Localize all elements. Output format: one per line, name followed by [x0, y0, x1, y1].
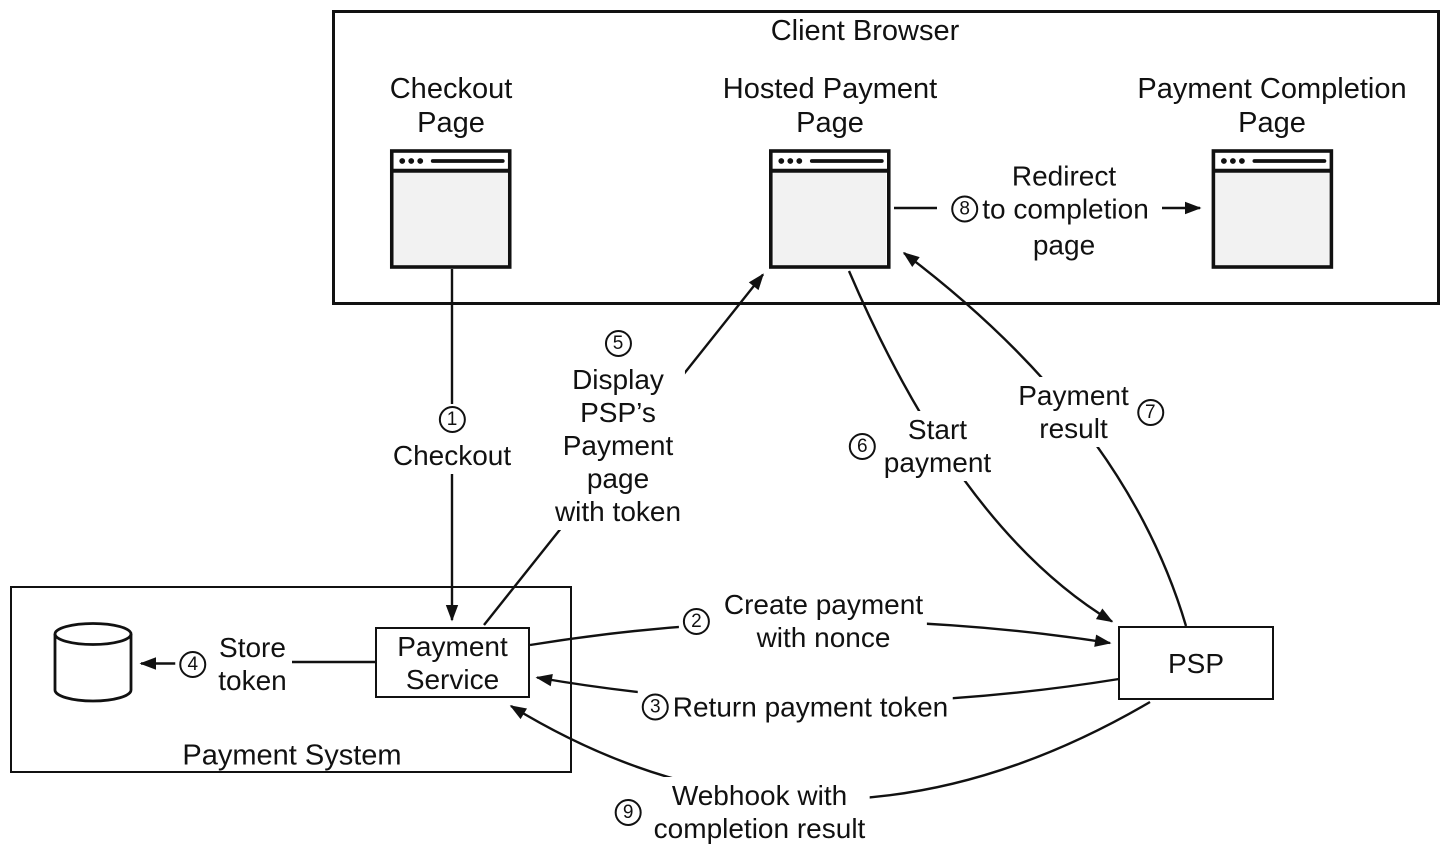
psp-box: PSP: [1118, 626, 1274, 700]
step-2-number-icon: 2: [682, 607, 710, 635]
client-browser-title: Client Browser: [770, 15, 960, 47]
step-6-text-2: payment: [883, 447, 992, 478]
step-5-text-3: Payment: [562, 430, 674, 461]
page-completion-title-2: Page: [1238, 107, 1306, 139]
step-1-number-icon: 1: [438, 406, 466, 433]
page-checkout: Checkout Page: [389, 72, 513, 269]
payment-service-label: Payment: [397, 630, 508, 662]
step-1-text: Checkout: [392, 440, 512, 471]
payment-system-label: Payment System: [182, 739, 402, 772]
step-8-text-2: to completion: [982, 193, 1149, 225]
step-9-number-icon: 9: [614, 798, 642, 826]
browser-window-icon: [390, 149, 512, 269]
browser-window-icon: [769, 149, 891, 269]
step-9-label: 9 Webhook with completion result: [610, 777, 870, 847]
database-cylinder-icon: [53, 622, 133, 703]
step-4-text: Store: [219, 632, 286, 663]
step-3-text: Return payment token: [672, 691, 949, 723]
step-4-text-2: token: [218, 665, 287, 696]
step-3-number-icon: 3: [641, 693, 669, 721]
step-2-text-2: with nonce: [756, 622, 891, 653]
step-6-label: 6 Start payment: [844, 411, 996, 481]
page-completion-title: Payment Completion: [1137, 73, 1407, 105]
step-1-label: 1 Checkout: [388, 404, 516, 474]
step-9-text: Webhook with: [671, 780, 848, 811]
page-checkout-title: Checkout: [389, 73, 513, 105]
step-9-text-2: completion result: [653, 813, 866, 844]
step-3-label: 3 Return payment token: [637, 688, 953, 726]
step-4-number-icon: 4: [179, 650, 207, 678]
step-4-label: 4 Store token: [175, 629, 291, 699]
page-hosted-payment: Hosted Payment Page: [723, 72, 937, 269]
step-5-text-5: with token: [554, 496, 682, 527]
step-8-label-page: page: [1028, 226, 1100, 264]
page-hosted-title-2: Page: [796, 107, 864, 139]
page-checkout-title-2: Page: [417, 107, 485, 139]
page-payment-completion: Payment Completion Page: [1137, 72, 1407, 269]
step-8-text-3: page: [1032, 229, 1096, 261]
step-6-number-icon: 6: [848, 432, 876, 460]
payment-service-label-2: Service: [405, 663, 500, 695]
step-5-text: Display: [572, 364, 664, 395]
page-hosted-title: Hosted Payment: [722, 73, 938, 105]
step-6-text: Start: [907, 414, 968, 445]
step-8-text: Redirect: [1011, 160, 1117, 192]
step-8-label-redirect: Redirect: [1007, 157, 1121, 195]
token-database: [52, 621, 136, 712]
step-7-label: Payment result 7: [1014, 377, 1168, 447]
step-2-text: Create payment: [723, 589, 924, 620]
psp-label: PSP: [1167, 647, 1225, 679]
payment-service-box: Payment Service: [375, 627, 530, 698]
step-7-text-2: result: [1039, 413, 1108, 444]
browser-window-icon: [1211, 149, 1333, 269]
step-8-label: 8 to completion: [947, 190, 1153, 228]
step-8-number-icon: 8: [951, 195, 979, 223]
step-7-text: Payment: [1018, 380, 1129, 411]
step-5-text-2: PSP’s: [580, 397, 656, 428]
step-5-number-icon: 5: [604, 330, 632, 357]
step-2-label: 2 Create payment with nonce: [678, 586, 928, 656]
step-5-label: 5 Display PSP’s Payment page with token: [550, 328, 686, 530]
step-7-number-icon: 7: [1136, 398, 1164, 426]
step-5-text-4: page: [586, 463, 650, 494]
